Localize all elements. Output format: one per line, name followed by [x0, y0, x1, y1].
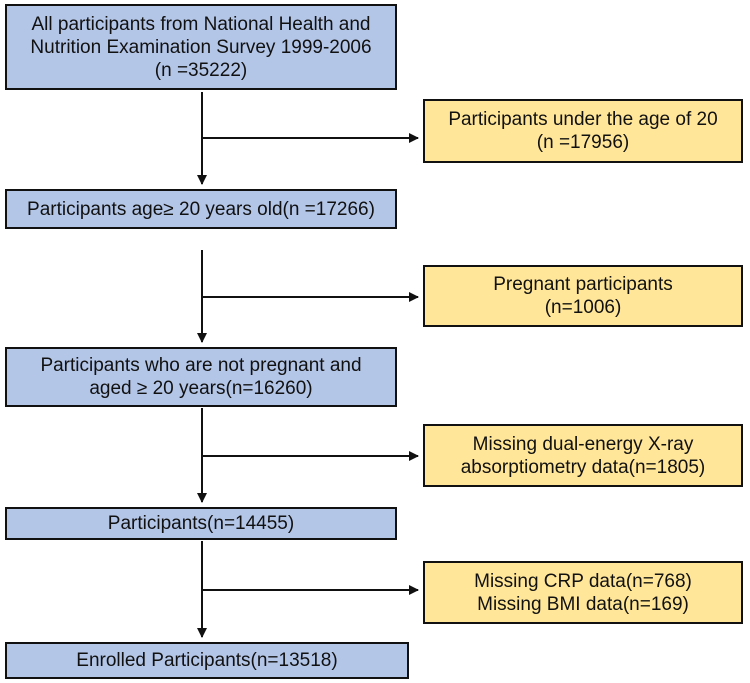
- box-text: Pregnant participants: [493, 274, 673, 295]
- box-text: absorptiometry data(n=1805): [460, 456, 706, 478]
- box-text: Nutrition Examination Survey 1999-2006: [30, 36, 372, 58]
- box-text: (n=1006): [544, 297, 622, 318]
- all-participants-box: All participants from National Health an…: [5, 4, 397, 90]
- box-text: Enrolled Participants(n=13518): [76, 650, 338, 671]
- missing-dxa-exclusion-box: Missing dual-energy X-ray absorptiometry…: [423, 424, 743, 487]
- box-text: Participants under the age of 20: [448, 109, 718, 130]
- box-text: Missing BMI data(n=169): [477, 593, 689, 615]
- not-pregnant-box: Participants who are not pregnant and ag…: [5, 347, 397, 407]
- box-text: (n =17956): [536, 132, 630, 153]
- box-text: Missing CRP data(n=768): [474, 570, 692, 592]
- box-text: (n =35222): [154, 59, 248, 81]
- box-text: Participants age≥ 20 years old(n =17266): [27, 198, 375, 220]
- box-text: Missing dual-energy X-ray: [472, 433, 694, 455]
- enrolled-participants-box: Enrolled Participants(n=13518): [5, 642, 409, 679]
- participants-box: Participants(n=14455): [5, 507, 397, 540]
- box-text: All participants from National Health an…: [31, 13, 371, 35]
- under-20-exclusion-box: Participants under the age of 20 (n =179…: [423, 99, 743, 163]
- pregnant-exclusion-box: Pregnant participants (n=1006): [423, 265, 743, 327]
- box-text: Participants(n=14455): [107, 513, 295, 534]
- box-text: aged ≥ 20 years(n=16260): [89, 378, 313, 399]
- age-eligible-box: Participants age≥ 20 years old(n =17266): [5, 189, 397, 229]
- box-text: Participants who are not pregnant and: [40, 355, 362, 376]
- missing-crp-bmi-exclusion-box: Missing CRP data(n=768) Missing BMI data…: [423, 561, 743, 624]
